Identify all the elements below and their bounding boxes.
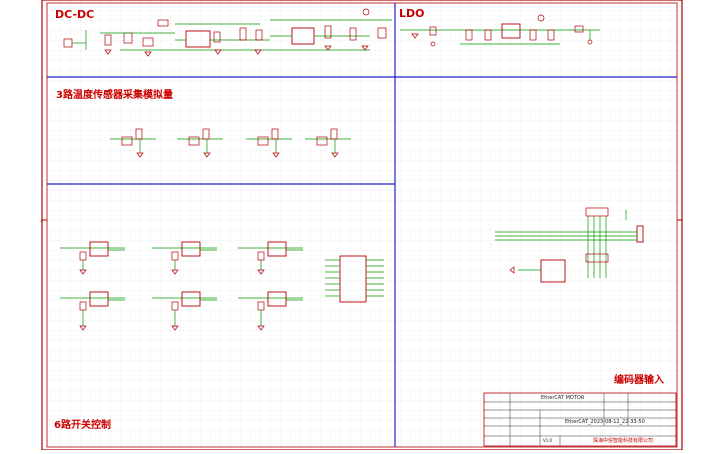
svg-text:‹: ‹ bbox=[40, 218, 42, 225]
encoder-input-circuit bbox=[495, 207, 644, 283]
section-title-switch: 6路开关控制 bbox=[54, 420, 111, 431]
switch-control-circuits bbox=[60, 241, 384, 331]
section-title-encoder: 编码器输入 bbox=[614, 375, 664, 386]
section-title-temperature: 3路温度传感器采集模拟量 bbox=[56, 90, 173, 101]
section-title-dcdc: DC-DC bbox=[55, 8, 95, 21]
title-block-company: 珠海中信智能科技有限公司 bbox=[593, 438, 654, 444]
grid-background bbox=[42, 0, 682, 450]
section-dividers bbox=[47, 3, 677, 447]
ldo-circuit bbox=[400, 14, 600, 47]
temp-sensor-circuits bbox=[110, 128, 351, 158]
title-block-version: V1.0 bbox=[543, 438, 553, 443]
section-title-ldo: LDO bbox=[399, 7, 425, 20]
title-block bbox=[483, 392, 677, 447]
title-block-project: EtherCAT MOTOR bbox=[541, 395, 585, 401]
title-block-sheet-name: EtherCAT_2023-08-12_22-33-50 bbox=[565, 419, 645, 425]
dcdc-circuit bbox=[63, 8, 392, 57]
